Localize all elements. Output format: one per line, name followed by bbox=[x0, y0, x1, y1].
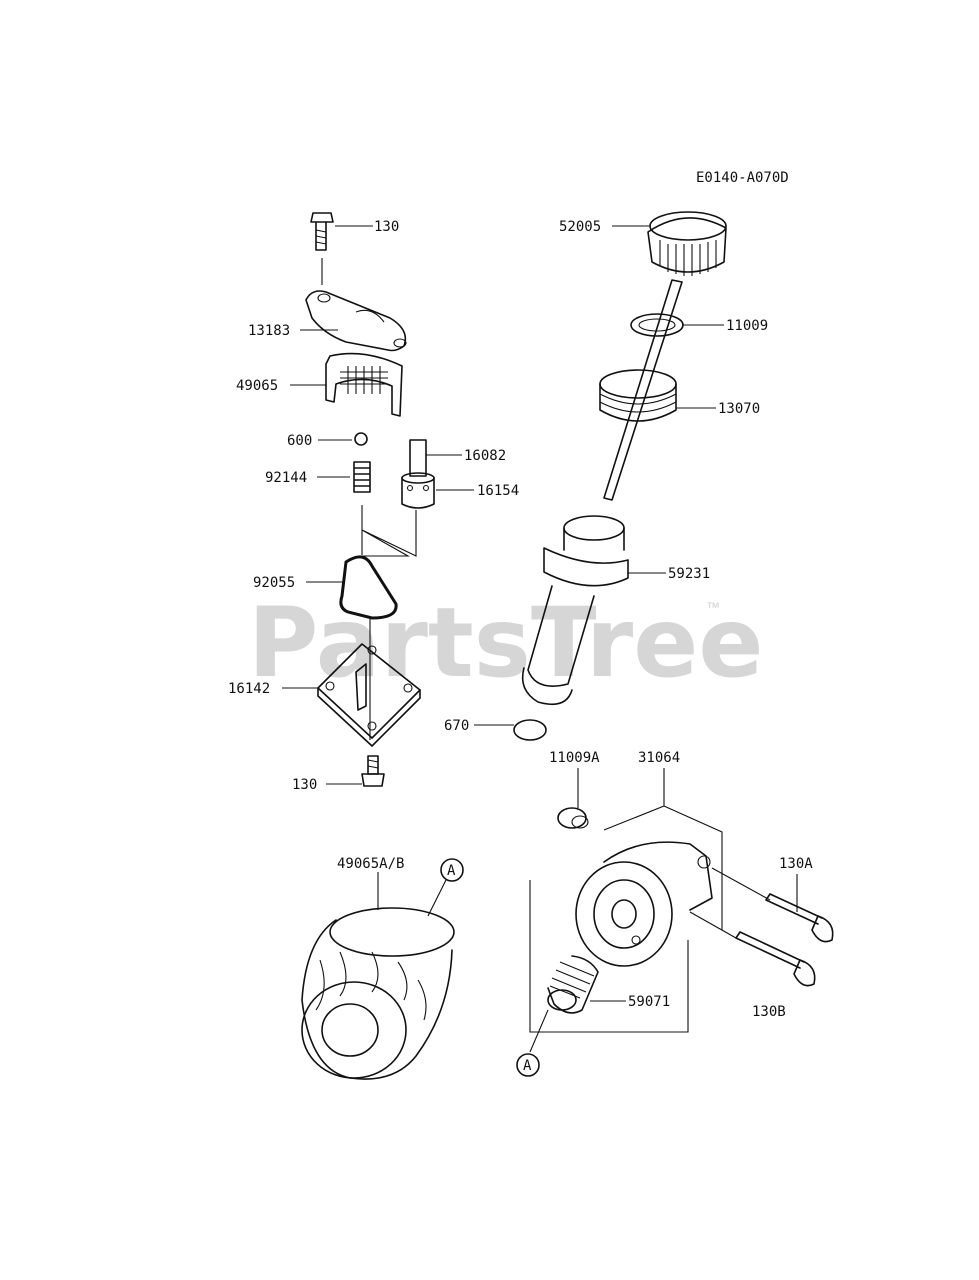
tube-59231[interactable] bbox=[521, 515, 666, 706]
svg-text:A: A bbox=[523, 1058, 532, 1074]
watermark-tm: ™ bbox=[706, 599, 720, 615]
bolt-130A[interactable] bbox=[711, 867, 834, 943]
bolt-130B[interactable] bbox=[689, 911, 816, 987]
label-92055: 92055 bbox=[253, 575, 295, 591]
dipstick-cap-52005[interactable] bbox=[612, 211, 727, 276]
label-11009: 11009 bbox=[726, 318, 768, 334]
ref-marker-a-right: A bbox=[516, 1053, 540, 1077]
nipple-59071[interactable] bbox=[547, 955, 626, 1014]
o-ring-11009A[interactable] bbox=[557, 807, 589, 829]
screen-49065[interactable] bbox=[290, 352, 403, 417]
label-13070: 13070 bbox=[718, 401, 760, 417]
label-31064: 31064 bbox=[638, 750, 680, 766]
shaft-16082[interactable] bbox=[409, 439, 462, 477]
pump-cover-16142[interactable] bbox=[282, 643, 421, 747]
watermark: PartsTree ™ bbox=[248, 587, 763, 699]
gasket-92055[interactable] bbox=[306, 555, 398, 620]
bolt-130-bottom[interactable] bbox=[326, 755, 385, 787]
ball-600[interactable] bbox=[318, 432, 368, 446]
rotor-16154[interactable] bbox=[401, 472, 474, 509]
cap-13070[interactable] bbox=[599, 369, 716, 422]
label-16082: 16082 bbox=[464, 448, 506, 464]
label-52005: 52005 bbox=[559, 219, 601, 235]
svg-text:A: A bbox=[447, 863, 456, 879]
label-49065: 49065 bbox=[236, 378, 278, 394]
filter-base-31064[interactable] bbox=[529, 768, 723, 1033]
label-92144: 92144 bbox=[265, 470, 307, 486]
label-13183: 13183 bbox=[248, 323, 290, 339]
oil-filter-49065AB[interactable] bbox=[301, 907, 455, 1080]
o-ring-11009[interactable] bbox=[630, 313, 724, 337]
label-16142: 16142 bbox=[228, 681, 270, 697]
diagram-code: E0140-A070D bbox=[696, 170, 789, 186]
o-ring-670[interactable] bbox=[474, 719, 547, 741]
label-16154: 16154 bbox=[477, 483, 519, 499]
dipstick-rod[interactable] bbox=[603, 279, 683, 501]
label-130B: 130B bbox=[752, 1004, 786, 1020]
label-130-top: 130 bbox=[374, 219, 399, 235]
watermark-text: PartsTree bbox=[248, 587, 763, 699]
assembly-guide bbox=[361, 505, 417, 557]
plate-13183[interactable] bbox=[300, 290, 407, 352]
bolt-130-top[interactable] bbox=[310, 212, 373, 251]
label-59071: 59071 bbox=[628, 994, 670, 1010]
label-130A: 130A bbox=[779, 856, 813, 872]
label-59231: 59231 bbox=[668, 566, 710, 582]
label-49065AB: 49065A/B bbox=[337, 856, 404, 872]
ref-marker-a-left: A bbox=[440, 858, 464, 882]
label-11009A: 11009A bbox=[549, 750, 600, 766]
label-130-bottom: 130 bbox=[292, 777, 317, 793]
label-670: 670 bbox=[444, 718, 469, 734]
label-600: 600 bbox=[287, 433, 312, 449]
spring-92144[interactable] bbox=[317, 461, 371, 493]
